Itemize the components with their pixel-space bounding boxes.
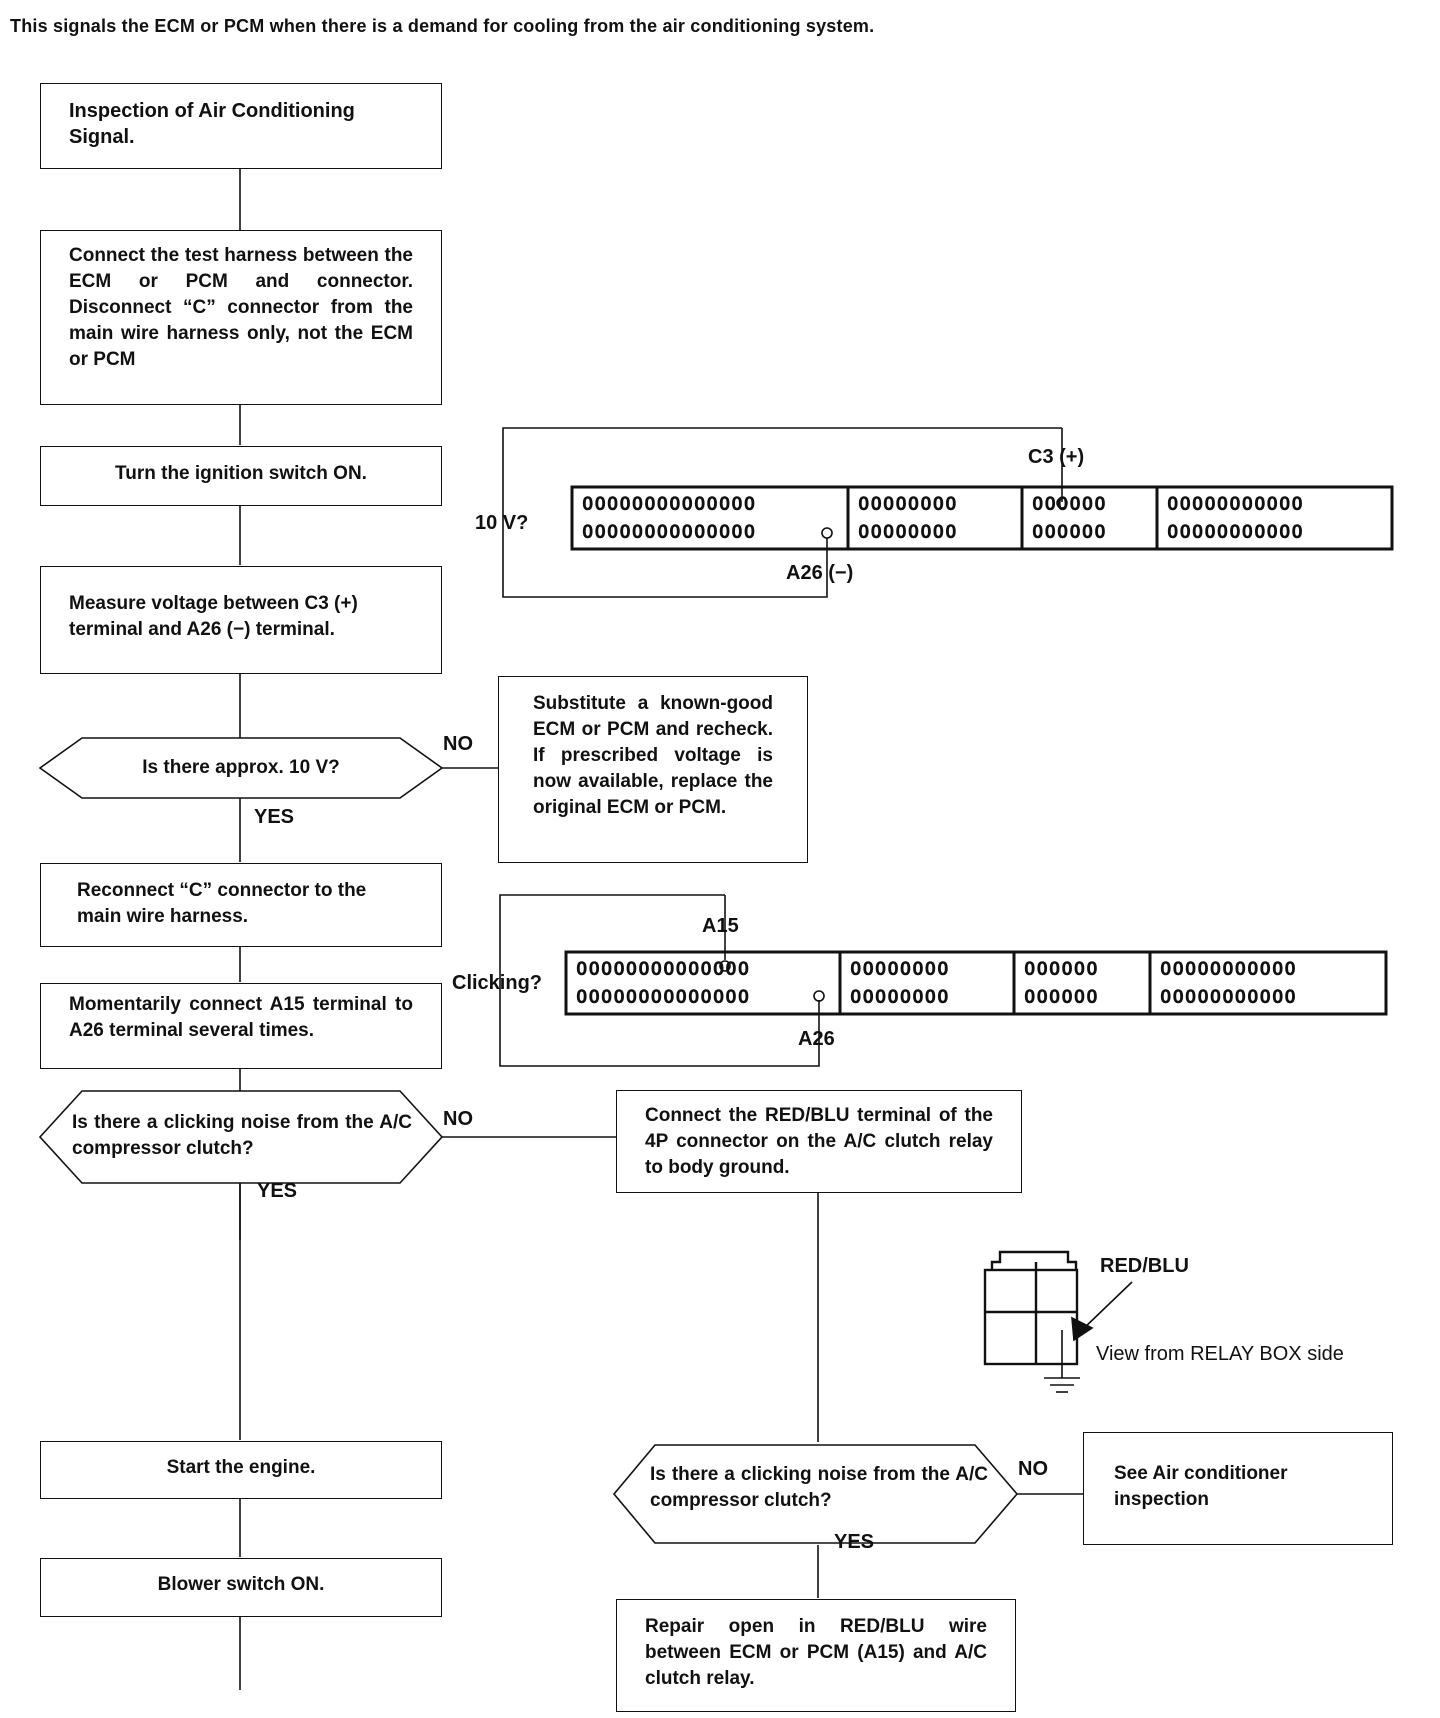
intro-text: This signals the ECM or PCM when there i… — [10, 16, 875, 36]
ground-symbol — [1044, 1330, 1080, 1393]
step-inspection-title: Inspection of Air Conditioning Signal. — [40, 83, 442, 169]
step-reconnect-c: Reconnect “C” connector to the main wire… — [40, 863, 442, 947]
a26-minus-label: A26 (−) — [786, 562, 854, 584]
decision-shape-3 — [612, 1444, 1019, 1544]
no-label-1: NO — [443, 733, 473, 755]
conn2-g3-row2: OOOOOO — [1024, 986, 1099, 1008]
relay-4p-connector — [983, 1250, 1079, 1366]
conn2-g1-row2: OOOOOOOOOOOOOO — [576, 986, 751, 1008]
yes-label-3: YES — [834, 1531, 875, 1553]
ecm-connector-1 — [570, 485, 1394, 551]
decision-10v: Is there approx. 10 V? — [142, 757, 340, 778]
step-connect-a15-a26: Momentarily connect A15 terminal to A26 … — [40, 983, 442, 1069]
conn1-g3-row1: OOOOOO — [1032, 493, 1107, 515]
conn1-g3-row2: OOOOOO — [1032, 521, 1107, 543]
step-ignition-on: Turn the ignition switch ON. — [40, 446, 442, 506]
conn2-g2-row2: OOOOOOOO — [850, 986, 950, 1008]
decision-shape-2 — [38, 1090, 444, 1184]
decision-shape-1 — [38, 737, 444, 799]
conn1-g4-row2: OOOOOOOOOOO — [1167, 521, 1304, 543]
step-ground-red-blu: Connect the RED/BLU terminal of the 4P c… — [616, 1090, 1022, 1193]
view-from-relay-box-label: View from RELAY BOX side — [1096, 1343, 1344, 1365]
step-connect-harness: Connect the test harness between the ECM… — [40, 230, 442, 405]
conn1-g4-row1: OOOOOOOOOOO — [1167, 493, 1304, 515]
a15-label: A15 — [702, 915, 739, 937]
conn2-g2-row1: OOOOOOOO — [850, 958, 950, 980]
no-label-2: NO — [443, 1108, 473, 1130]
conn2-g4-row2: OOOOOOOOOOO — [1160, 986, 1297, 1008]
ten-volt-label: 10 V? — [475, 512, 529, 534]
no-label-3: NO — [1018, 1458, 1048, 1480]
step-repair-open: Repair open in RED/BLU wire between ECM … — [616, 1599, 1016, 1712]
step-substitute-ecm: Substitute a known-good ECM or PCM and r… — [498, 676, 808, 863]
yes-label-1: YES — [254, 806, 295, 828]
conn1-g2-row1: OOOOOOOO — [858, 493, 958, 515]
a26-label: A26 — [798, 1028, 835, 1050]
conn1-g1-row2: OOOOOOOOOOOOOO — [582, 521, 757, 543]
yes-label-2: YES — [257, 1180, 298, 1202]
conn1-g1-row1: OOOOOOOOOOOOOO — [582, 493, 757, 515]
decision-clicking-1: Is there a clicking noise from the A/C c… — [72, 1112, 412, 1159]
c3-plus-label: C3 (+) — [1028, 446, 1085, 468]
conn2-g3-row1: OOOOOO — [1024, 958, 1099, 980]
step-measure-voltage: Measure voltage between C3 (+) terminal … — [40, 566, 442, 674]
step-see-ac-inspection: See Air conditioner inspection — [1083, 1432, 1393, 1545]
conn2-g1-row1: OOOOOOOOOOOOOO — [576, 958, 751, 980]
ecm-connector-2 — [564, 950, 1388, 1016]
conn2-g4-row1: OOOOOOOOOOO — [1160, 958, 1297, 980]
clicking-label: Clicking? — [452, 972, 543, 994]
conn1-g2-row2: OOOOOOOO — [858, 521, 958, 543]
step-blower-on: Blower switch ON. — [40, 1558, 442, 1617]
step-start-engine: Start the engine. — [40, 1441, 442, 1499]
red-blu-label: RED/BLU — [1100, 1255, 1189, 1277]
decision-clicking-2: Is there a clicking noise from the A/C c… — [650, 1464, 988, 1511]
